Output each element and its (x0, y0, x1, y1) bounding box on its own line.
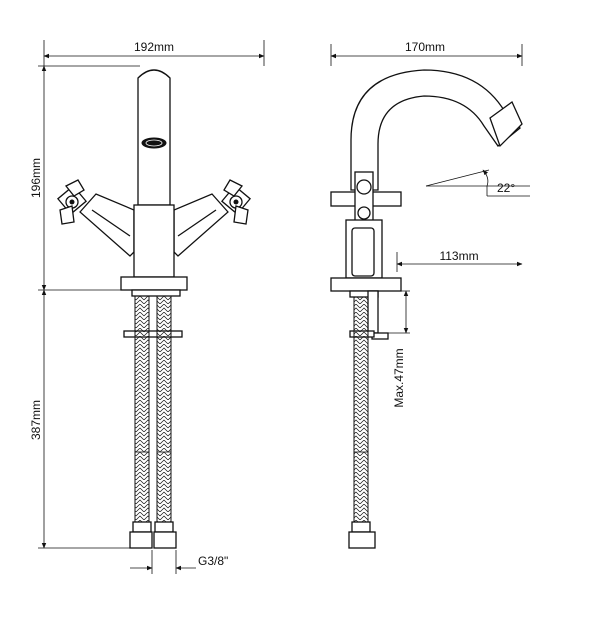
side-depth-dimension: 170mm (330, 40, 523, 66)
front-height-dimension: 196mm (29, 65, 140, 291)
angle-label: 22° (497, 181, 515, 195)
thread-label: G3/8" (198, 554, 228, 568)
side-spout (350, 69, 523, 191)
max-thickness-label: Max.47mm (392, 348, 406, 407)
side-body (330, 219, 402, 292)
left-handle (56, 179, 135, 257)
angle-dimension: 22° (425, 169, 530, 197)
reach-dimension: 113mm (396, 249, 523, 272)
side-view: 170mm 22° (330, 40, 530, 549)
hose-length-dimension: 387mm (29, 289, 130, 549)
thread-dimension: G3/8" (130, 550, 228, 574)
side-depth-label: 170mm (405, 40, 445, 54)
side-handle (330, 171, 402, 223)
side-hoses (348, 290, 389, 549)
front-width-label: 192mm (134, 40, 174, 54)
reach-label: 113mm (439, 249, 478, 263)
hose-length-label: 387mm (29, 400, 43, 440)
right-handle-cross (220, 179, 252, 225)
front-hoses (123, 289, 183, 549)
front-height-label: 196mm (29, 158, 43, 198)
right-handle (173, 179, 252, 257)
left-handle-cross (56, 179, 88, 225)
max-thickness-dimension: Max.47mm (382, 290, 410, 408)
front-body (120, 204, 188, 291)
front-spout (137, 69, 171, 206)
front-view: 192mm 196mm 387mm (29, 40, 265, 574)
front-width-dimension: 192mm (43, 40, 265, 66)
